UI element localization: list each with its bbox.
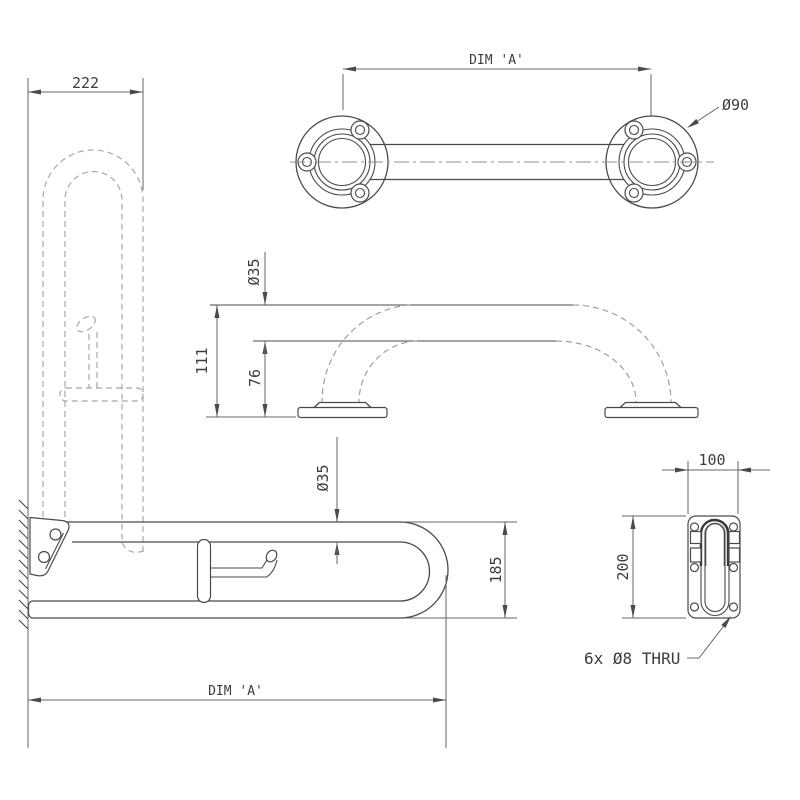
dim-76-label: 76 bbox=[246, 369, 264, 387]
folded-roll-holder-cap bbox=[76, 315, 96, 333]
hinge-lug bbox=[728, 547, 741, 563]
dim-a-top-arrow-right bbox=[638, 66, 651, 72]
screw-hole bbox=[624, 183, 644, 203]
roll-holder-hook bbox=[210, 558, 278, 578]
dim-a-bottom-arrow-left bbox=[28, 697, 41, 703]
screw-hole-inner bbox=[628, 124, 640, 136]
hinge-lug bbox=[689, 530, 702, 545]
side-right-flange-collar bbox=[619, 401, 682, 408]
pivot-bracket-hole bbox=[37, 550, 51, 564]
screw-hole bbox=[624, 120, 644, 140]
bottom-tube-end-cap bbox=[27, 600, 34, 619]
pivot-bracket-hole bbox=[49, 528, 62, 541]
hinge-lug bbox=[689, 547, 702, 563]
dim-flange-dia-label: Ø90 bbox=[722, 96, 749, 114]
dim-76-arrow-down bbox=[262, 404, 268, 417]
plate-hole bbox=[689, 562, 700, 573]
plate-holes-leader-arrow bbox=[721, 616, 731, 628]
view-front: DIM 'A' Ø90 bbox=[290, 53, 749, 209]
side-left-flange-collar bbox=[313, 401, 372, 408]
plate-tube-section-outer bbox=[699, 518, 730, 566]
plate-hole bbox=[728, 522, 739, 532]
plate-screw-holes bbox=[689, 522, 739, 612]
side-left-bend-inner bbox=[358, 340, 418, 403]
wall-hatching bbox=[18, 499, 29, 630]
dim-tube35-label: Ø35 bbox=[245, 258, 263, 285]
roll-holder-hook-cap bbox=[265, 549, 278, 563]
folded-roll-holder-bar bbox=[59, 387, 144, 402]
screw-hole bbox=[350, 120, 370, 140]
screw-hole-inner bbox=[354, 124, 366, 136]
folded-roll-holder-stem bbox=[88, 332, 98, 388]
side-left-bend-outer bbox=[321, 304, 411, 403]
plate-hole bbox=[689, 602, 700, 612]
view-deployed: Ø35 185 DIM 'A' bbox=[18, 437, 517, 748]
pivot-bracket-fold-line bbox=[45, 532, 64, 570]
dim-tube35b-arrow-down bbox=[334, 509, 340, 522]
plate-tube-section-inner bbox=[704, 522, 726, 566]
plate-hole bbox=[689, 522, 700, 532]
screw-hole bbox=[350, 183, 370, 203]
folded-bar-end-cap bbox=[121, 542, 144, 553]
dim-185-label: 185 bbox=[487, 556, 505, 583]
screw-hole-inner bbox=[628, 187, 640, 199]
dim-100-arrow-left bbox=[675, 467, 688, 473]
dim-flange-dia-arrow bbox=[687, 118, 699, 128]
side-right-bend-outer bbox=[572, 304, 672, 404]
plate-hole bbox=[728, 602, 739, 612]
side-right-bend-inner bbox=[555, 340, 637, 403]
view-side: Ø35 76 111 bbox=[193, 252, 699, 419]
pivot-bracket bbox=[29, 516, 70, 577]
folded-bar-inner-outline bbox=[64, 170, 123, 540]
dim-tube35-arrow-down bbox=[262, 292, 268, 305]
dim-111-arrow-up bbox=[214, 305, 220, 318]
screw-hole-inner bbox=[354, 187, 366, 199]
hinge-lug bbox=[728, 530, 741, 545]
dim-185-arrow-down bbox=[502, 605, 508, 618]
dim-185-arrow-up bbox=[502, 522, 508, 535]
dim-100-arrow-right bbox=[738, 467, 751, 473]
folded-bar-outer-outline bbox=[42, 149, 144, 552]
dim-200-arrow-up bbox=[630, 516, 636, 529]
plate-hole bbox=[728, 562, 739, 573]
left-flange-screw-holes bbox=[297, 120, 370, 203]
roll-holder-post bbox=[196, 538, 212, 604]
dim-200-label: 200 bbox=[614, 553, 632, 580]
bar-end-bend-outer bbox=[399, 521, 449, 619]
dim-111-arrow-down bbox=[214, 404, 220, 417]
view-folded-phantom: 222 bbox=[27, 74, 144, 553]
dim-a-bottom-arrow-right bbox=[433, 697, 446, 703]
dim-222-arrow-right bbox=[130, 89, 143, 95]
view-plate-detail: 100 200 6x Ø8 THRU bbox=[584, 451, 770, 668]
dim-100-label: 100 bbox=[698, 451, 725, 469]
side-right-flange-base bbox=[604, 406, 699, 419]
plate-holes-leader bbox=[687, 626, 724, 659]
plate-holes-note: 6x Ø8 THRU bbox=[584, 649, 680, 668]
dim-222-arrow-left bbox=[28, 89, 41, 95]
bar-end-bend-inner bbox=[399, 541, 431, 602]
side-left-flange-base bbox=[297, 406, 388, 419]
dim-a-top-arrow-left bbox=[343, 66, 356, 72]
dim-222-label: 222 bbox=[72, 74, 99, 92]
dim-tube35b-label: Ø35 bbox=[314, 464, 332, 491]
dim-a-top-label: DIM 'A' bbox=[469, 53, 524, 68]
dim-200-arrow-down bbox=[630, 605, 636, 618]
dim-111-label: 111 bbox=[193, 347, 211, 374]
dim-a-bottom-label: DIM 'A' bbox=[208, 684, 263, 699]
